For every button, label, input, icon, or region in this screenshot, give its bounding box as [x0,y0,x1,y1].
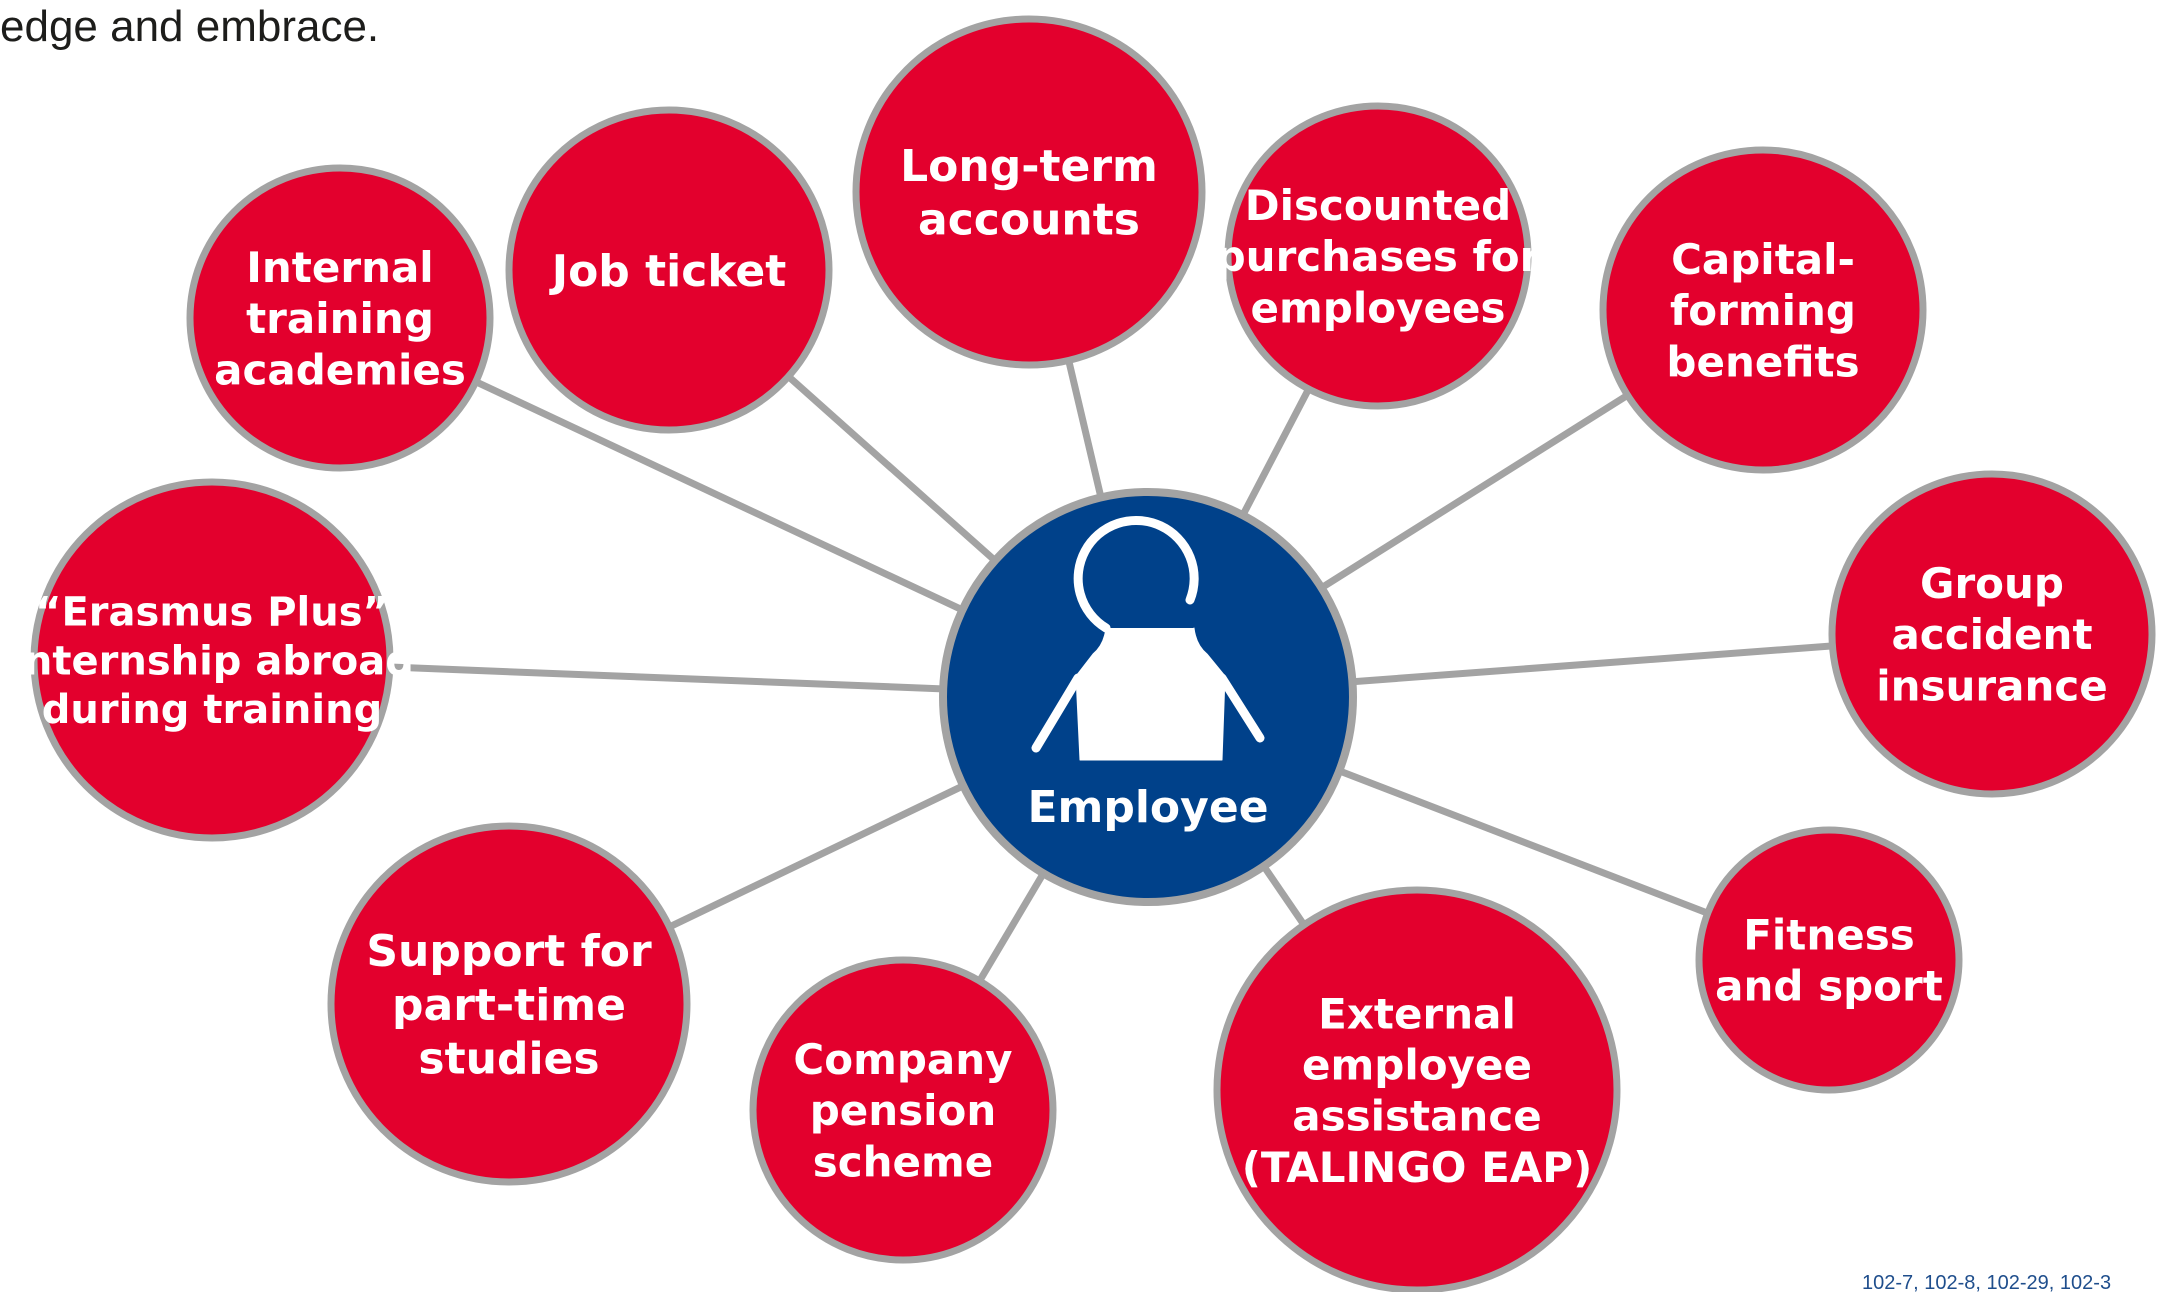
benefit-label-line: forming [1670,286,1856,335]
benefit-circle [749,956,1057,1264]
benefit-label-line: part-time [392,980,626,1031]
benefit-label-line: benefits [1666,337,1859,386]
benefit-label-line: assistance [1292,1092,1541,1141]
benefit-label-line: insurance [1876,661,2108,710]
benefit-label-line: External [1318,989,1516,1038]
benefit-circle [1695,826,1963,1094]
benefit-label-line: during training [42,687,382,733]
benefit-label-line: and sport [1715,962,1943,1011]
benefit-label-line: Discounted [1245,181,1511,230]
benefit-label-line: purchases for [1216,232,1541,281]
benefit-label-line: Fitness [1743,911,1915,960]
benefit-label-line: studies [418,1034,599,1085]
benefit-circle [30,478,394,842]
benefit-circle [1213,886,1621,1292]
benefit-label-line: Support for [366,926,652,977]
gri-reference: 102-7, 102-8, 102-29, 102-3 [1862,1272,2112,1294]
employee-node: Employee [939,488,1357,906]
benefit-circle [327,822,691,1186]
benefit-label-line: internship abroad [10,638,414,684]
benefit-label-line: academies [214,345,466,394]
person-icon [1031,515,1265,761]
benefit-circle [852,15,1206,369]
benefit-circle [186,164,494,472]
benefit-label-line: pension [810,1086,997,1135]
benefit-label-line: Company [793,1035,1012,1084]
benefit-label-line: Internal [246,243,433,292]
benefit-label-line: (TALINGO EAP) [1242,1143,1593,1192]
benefit-label-line: training [246,294,434,343]
benefit-label-line: Capital- [1671,235,1855,284]
benefit-circle [1828,470,2156,798]
benefit-label-line: “Erasmus Plus” [35,590,389,636]
benefit-label-line: employee [1302,1041,1532,1090]
benefit-label-line: Group [1920,559,2064,608]
benefit-circle [1224,102,1532,410]
benefit-label-line: accident [1891,610,2092,659]
intro-text: edge and embrace. [0,2,380,51]
benefit-label-line: Long-term [900,141,1158,192]
benefit-circle [1599,146,1927,474]
employee-label: Employee [1027,782,1268,833]
benefit-label-line: scheme [813,1137,994,1186]
benefit-label-line: employees [1251,283,1506,332]
benefit-job-ticket: Job ticket [505,106,833,434]
benefit-label-line: accounts [918,195,1140,246]
benefit-circle [505,106,833,434]
benefit-label-line: Job ticket [549,246,787,297]
